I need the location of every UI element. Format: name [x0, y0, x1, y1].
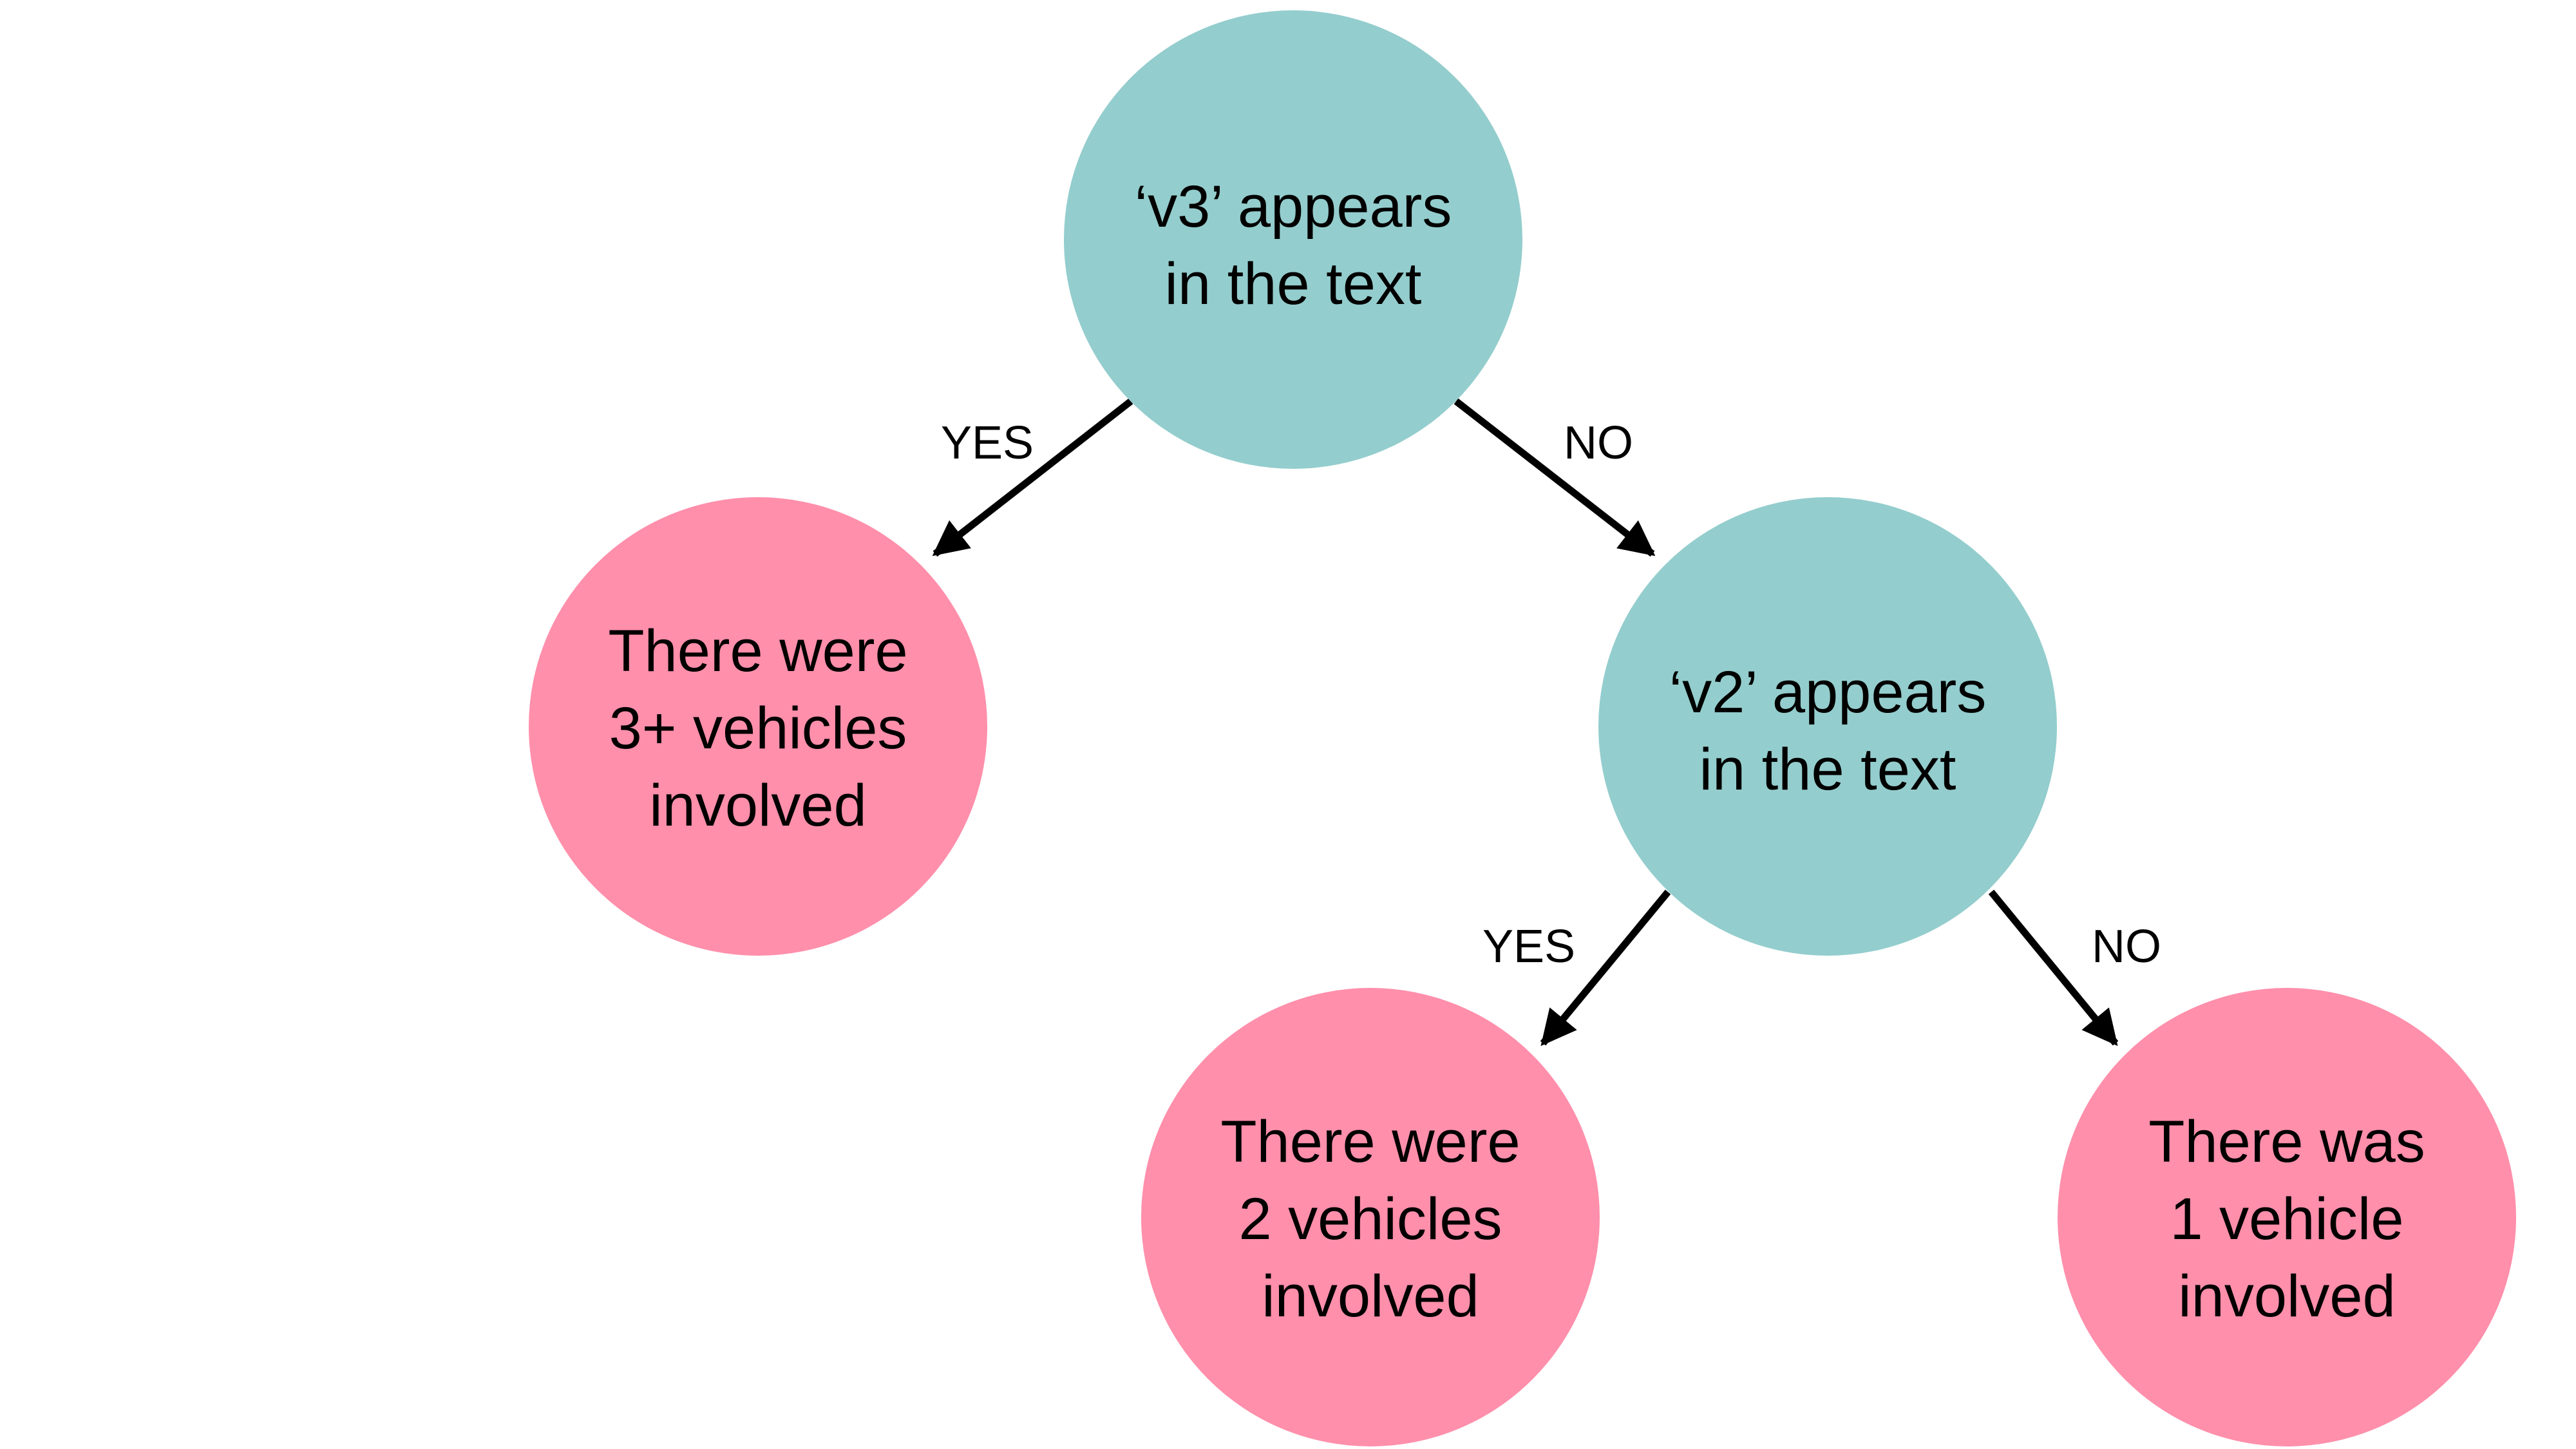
- node-text-line: involved: [1262, 1264, 1479, 1329]
- edge-v2-yes: [1540, 889, 1671, 1046]
- node-text-line: ‘v2’ appears: [1669, 659, 1987, 725]
- node-one-vehicle: There was 1 vehicle involved: [2058, 988, 2516, 1446]
- node-text-line: 1 vehicle: [2170, 1186, 2403, 1252]
- edge-label-v2-no: NO: [2092, 921, 2161, 972]
- node-text-line: in the text: [1700, 737, 1956, 802]
- node-text-line: 3+ vehicles: [609, 696, 907, 761]
- node-text-line: ‘v3’ appears: [1135, 174, 1452, 240]
- edge-label-root-yes: YES: [941, 417, 1034, 469]
- node-text-line: There were: [608, 618, 907, 684]
- node-root: ‘v3’ appears in the text: [1064, 10, 1522, 469]
- node-text-line: in the text: [1165, 251, 1422, 317]
- node-text-line: There was: [2148, 1109, 2425, 1175]
- node-text-line: There were: [1220, 1109, 1520, 1175]
- node-text-line: 2 vehicles: [1238, 1186, 1502, 1252]
- node-text-line: involved: [649, 773, 867, 838]
- node-three-plus-vehicles: There were 3+ vehicles involved: [529, 497, 987, 956]
- node-text-line: involved: [2178, 1264, 2396, 1329]
- edge-v2-no: [1988, 889, 2119, 1046]
- edge-root-yes: [932, 398, 1133, 557]
- node-two-vehicles: There were 2 vehicles involved: [1141, 988, 1600, 1446]
- edge-label-root-no: NO: [1564, 417, 1633, 469]
- edge-root-no: [1454, 398, 1656, 557]
- node-v2: ‘v2’ appears in the text: [1598, 497, 2057, 956]
- edge-label-v2-yes: YES: [1482, 921, 1575, 972]
